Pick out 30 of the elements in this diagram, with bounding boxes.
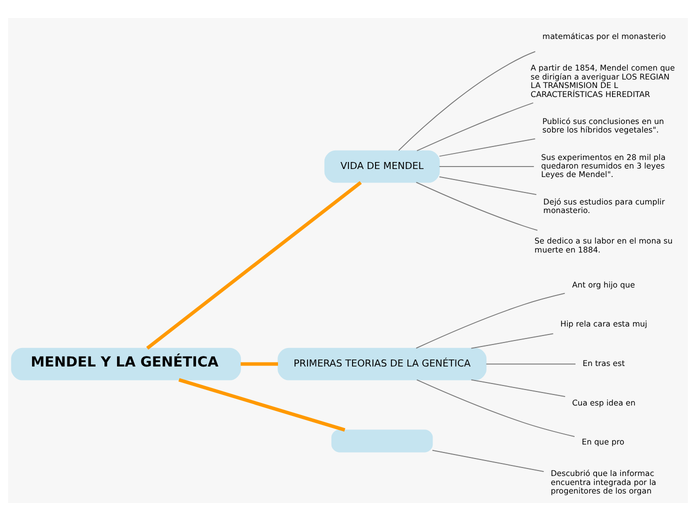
connector <box>416 378 575 436</box>
node-text: Hip rela cara esta muj <box>560 319 648 328</box>
connector <box>240 362 278 366</box>
node-box <box>331 429 433 452</box>
node-text: Descubrió que la informac encuentra integrada por la progenitores de los organ <box>550 468 656 496</box>
connector <box>398 50 536 150</box>
node-text: Sus experimentos en 28 mil pla quedaron resumidos en 3 leyes Leyes de Mendel". <box>541 152 666 179</box>
node-text: Dejó sus estudios para cumplir monasterio. <box>543 196 665 215</box>
connector <box>438 176 537 194</box>
node-text: En tras est <box>582 358 625 368</box>
node-box: PRIMERAS TEORIAS DE LA GENÉTICA <box>278 347 486 380</box>
node-text: A partir de 1854, Mendel comen que se dirigían a averiguar LOS REGIAN LA TRANSMISION DE L CARACTERÍSTICAS HEREDITAR <box>530 63 675 98</box>
node-text: Ant org hijo que <box>572 280 635 289</box>
node-box: MENDEL Y LA GENÉTICA <box>11 347 241 380</box>
node-text: En que pro <box>582 437 624 446</box>
connector <box>416 102 534 151</box>
node-text: Cua esp idea en <box>572 398 636 407</box>
connector <box>146 180 362 350</box>
node-text: Se dedico a su labor en el mona su muerte en 1884. <box>534 236 673 254</box>
connector <box>432 449 544 472</box>
connector <box>470 332 554 348</box>
node-text: Publicó sus conclusiones en un sobre los híbridos vegetales". <box>542 116 664 134</box>
connector <box>416 181 538 230</box>
node-box: VIDA DE MENDEL <box>324 150 440 182</box>
connector <box>486 363 576 364</box>
node-text: matemáticas por el monasterio <box>542 32 666 41</box>
connector <box>438 138 536 156</box>
connector <box>416 292 566 348</box>
connector <box>178 378 346 432</box>
connector <box>470 378 566 397</box>
